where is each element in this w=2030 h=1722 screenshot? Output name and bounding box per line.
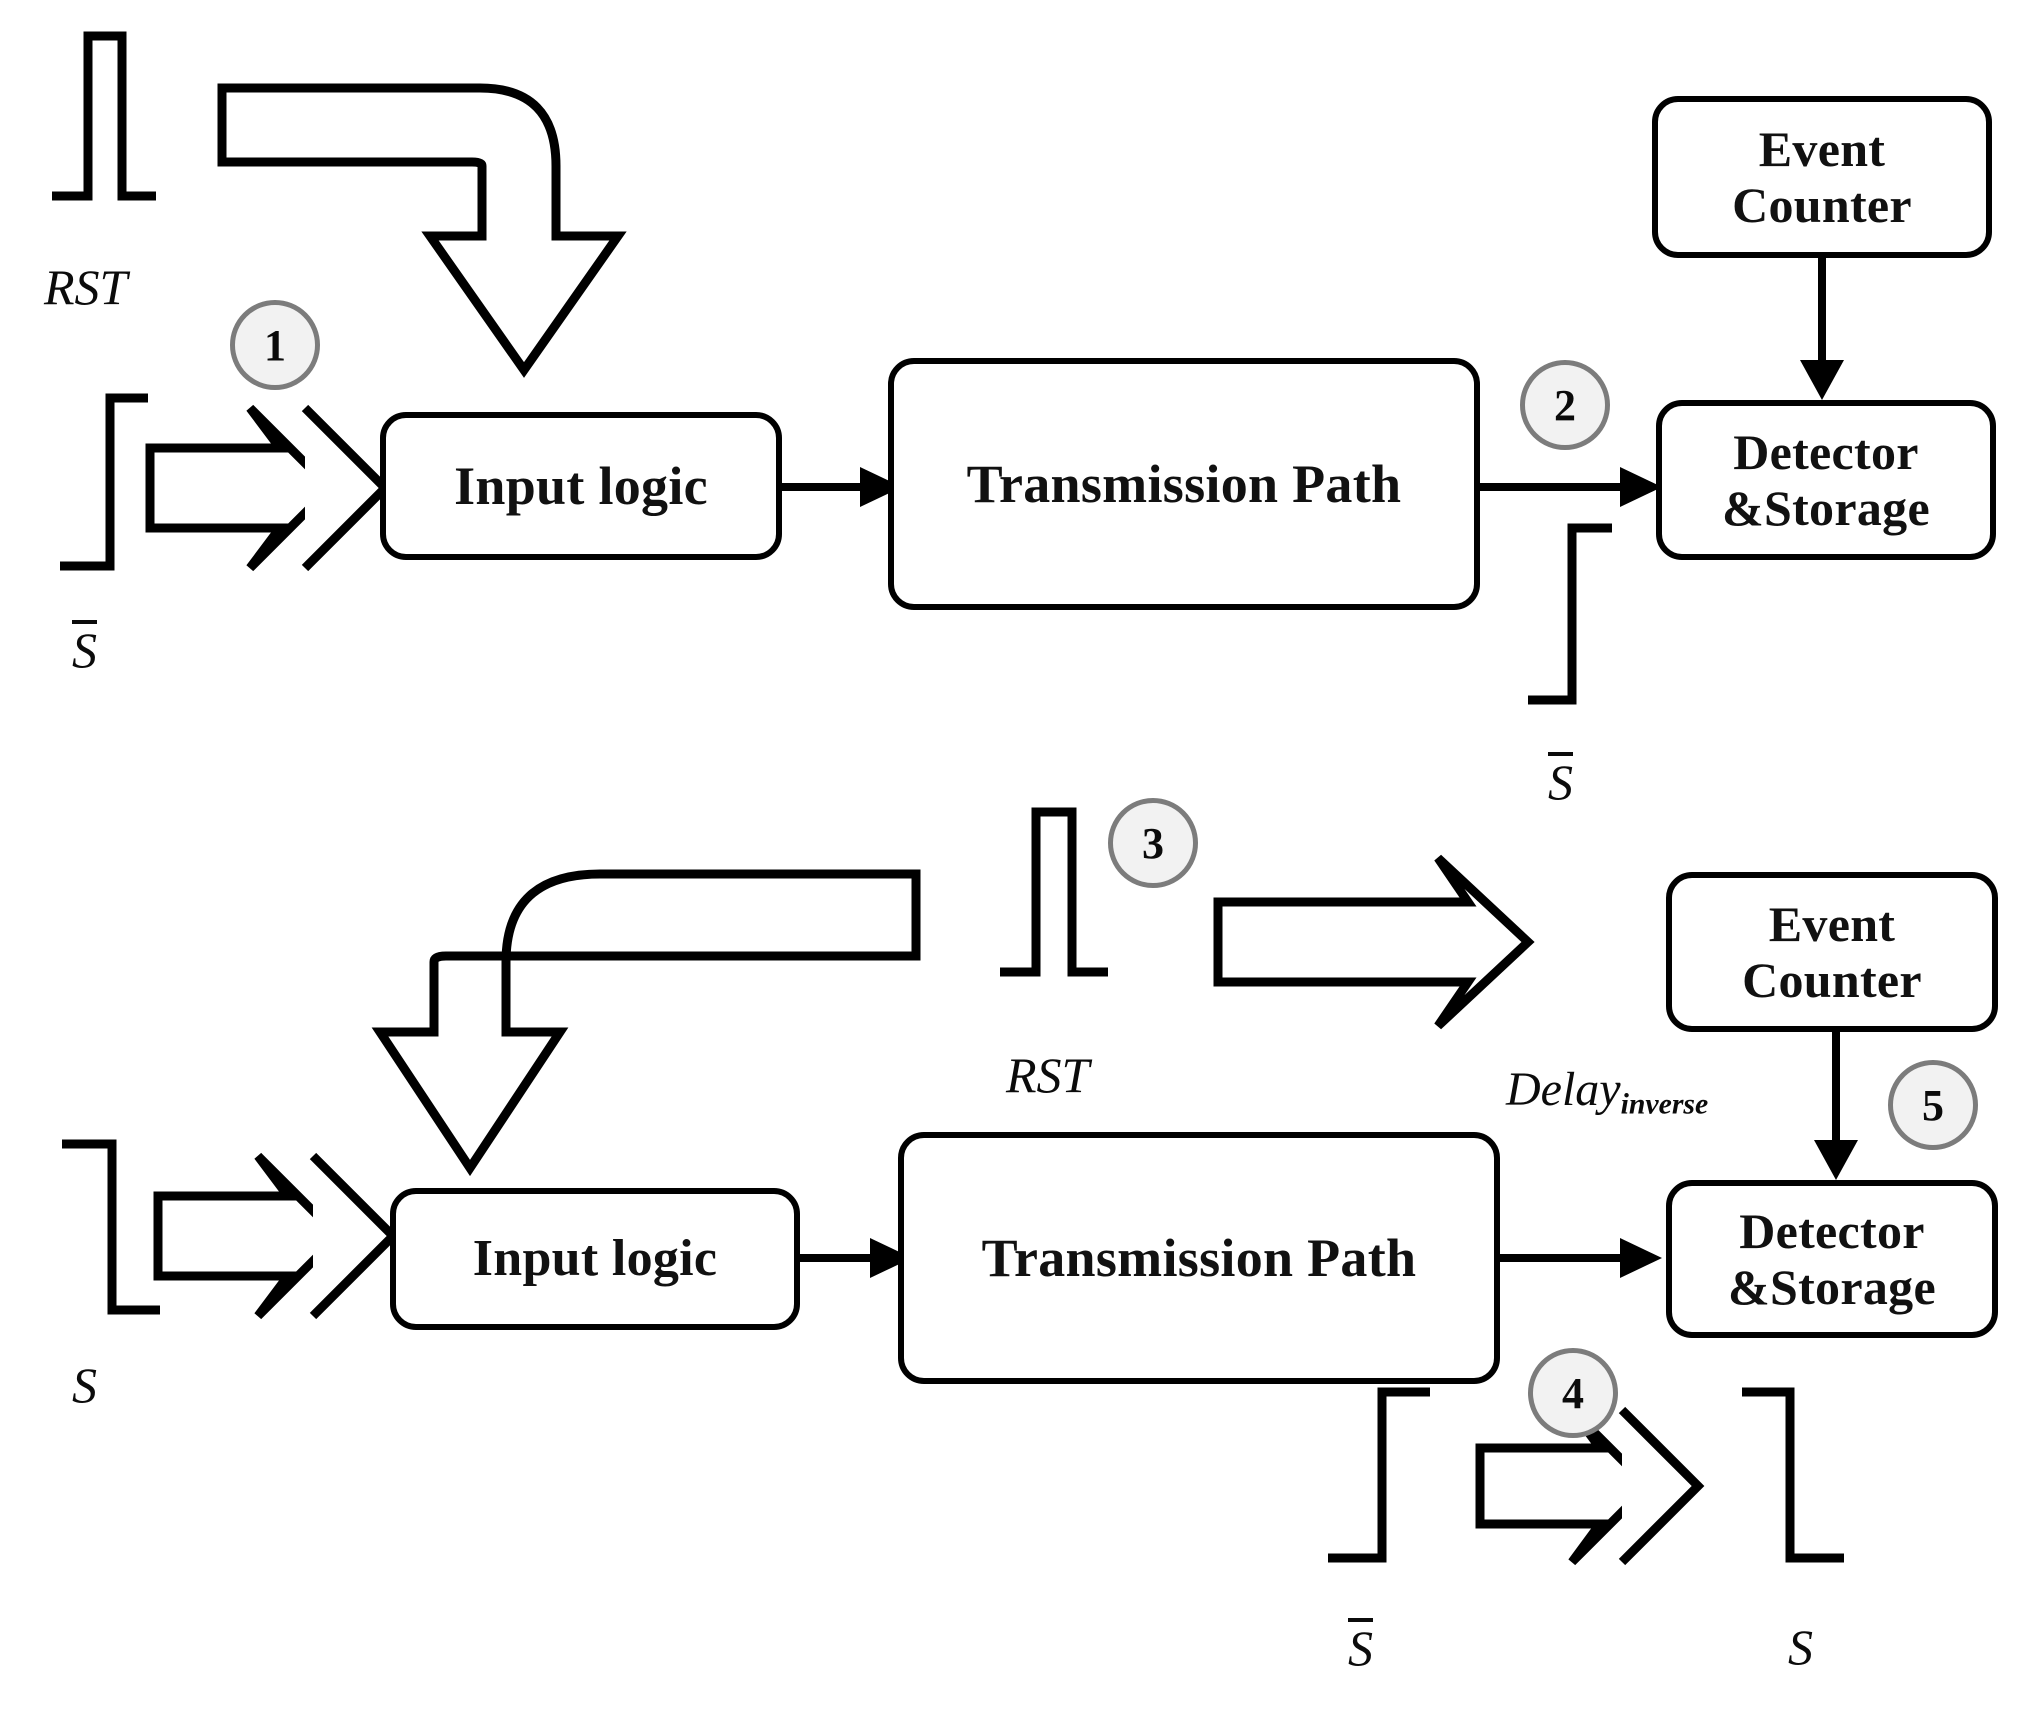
bottom-detector-rising-edge-waveform bbox=[1328, 1387, 1430, 1563]
step-badge-3-label: 3 bbox=[1142, 818, 1164, 868]
signal-label-delay-inverse-base: Delay bbox=[1506, 1063, 1621, 1116]
block-top-transmission-path-label: Transmission Path bbox=[966, 453, 1402, 514]
block-bottom-input-logic-label: Input logic bbox=[472, 1229, 718, 1287]
top-hollow-chevron-arrow bbox=[145, 404, 392, 572]
signal-label-top-input-s-bar-text: S bbox=[72, 620, 97, 678]
signal-label-bottom-input-s: S bbox=[72, 1356, 97, 1414]
top-rst-pulse-waveform bbox=[52, 31, 156, 201]
bottom-transmission-to-detector-connector bbox=[1500, 1238, 1662, 1278]
top-inputlogic-to-transmission-connector bbox=[782, 467, 902, 507]
block-top-event-counter[interactable]: Event Counter bbox=[1652, 96, 1992, 258]
bottom-long-hollow-arrow bbox=[1213, 854, 1535, 1030]
block-bottom-transmission-path[interactable]: Transmission Path bbox=[898, 1132, 1500, 1384]
step-badge-5[interactable]: 5 bbox=[1888, 1060, 1978, 1150]
block-top-detector-storage-label-line1: Detector bbox=[1733, 424, 1919, 480]
block-top-detector-storage-label-line2: &Storage bbox=[1722, 480, 1930, 536]
step-badge-2-label: 2 bbox=[1554, 380, 1576, 430]
bottom-inputlogic-to-transmission-connector bbox=[800, 1238, 912, 1278]
block-bottom-detector-storage-label-line1: Detector bbox=[1739, 1203, 1925, 1259]
block-bottom-detector-storage-label-line2: &Storage bbox=[1728, 1259, 1936, 1315]
step-badge-4[interactable]: 4 bbox=[1528, 1348, 1618, 1438]
signal-label-bottom-detector-s-bar: S bbox=[1348, 1618, 1373, 1677]
signal-label-delay-inverse-subscript: inverse bbox=[1620, 1087, 1709, 1121]
signal-label-delay-inverse: Delayinverse bbox=[1506, 1062, 1708, 1121]
block-top-input-logic-label: Input logic bbox=[454, 455, 708, 516]
step-badge-4-label: 4 bbox=[1562, 1368, 1584, 1418]
bottom-hollow-chevron-arrow bbox=[153, 1152, 400, 1320]
top-input-rising-edge-waveform bbox=[60, 393, 148, 571]
signal-label-top-rst: RST bbox=[44, 258, 127, 316]
block-top-transmission-path[interactable]: Transmission Path bbox=[888, 358, 1480, 610]
block-top-input-logic[interactable]: Input logic bbox=[380, 412, 782, 560]
signal-label-bottom-input-s-text: S bbox=[72, 1357, 97, 1413]
block-bottom-event-counter-label-line1: Event bbox=[1768, 896, 1896, 952]
step-badge-1[interactable]: 1 bbox=[230, 300, 320, 390]
signal-label-top-rst-text: RST bbox=[44, 259, 128, 315]
block-top-detector-storage[interactable]: Detector &Storage bbox=[1656, 400, 1996, 560]
block-bottom-event-counter[interactable]: Event Counter bbox=[1666, 872, 1998, 1032]
step-badge-3[interactable]: 3 bbox=[1108, 798, 1198, 888]
block-bottom-input-logic[interactable]: Input logic bbox=[390, 1188, 800, 1330]
signal-label-bottom-rst: RST bbox=[1006, 1046, 1089, 1104]
bottom-rst-pulse-waveform bbox=[1000, 807, 1108, 977]
block-bottom-transmission-path-label: Transmission Path bbox=[981, 1227, 1417, 1288]
bottom-detector-falling-edge-waveform bbox=[1742, 1387, 1844, 1563]
block-bottom-event-counter-label-line2: Counter bbox=[1742, 952, 1922, 1008]
top-transmission-to-detector-connector bbox=[1478, 467, 1662, 507]
bottom-input-falling-edge-waveform bbox=[62, 1139, 160, 1315]
signal-label-top-detector-s-bar-text: S bbox=[1548, 752, 1573, 810]
signal-label-top-detector-s-bar: S bbox=[1548, 752, 1573, 811]
step-badge-5-label: 5 bbox=[1922, 1080, 1944, 1130]
top-detector-rising-edge-waveform bbox=[1528, 523, 1612, 705]
signal-label-bottom-rst-text: RST bbox=[1006, 1047, 1090, 1103]
block-bottom-detector-storage[interactable]: Detector &Storage bbox=[1666, 1180, 1998, 1338]
step-badge-2[interactable]: 2 bbox=[1520, 360, 1610, 450]
step-badge-1-label: 1 bbox=[264, 320, 286, 370]
bottom-eventcounter-to-detector-connector bbox=[1814, 1028, 1858, 1180]
signal-label-top-input-s-bar: S bbox=[72, 620, 97, 679]
block-top-event-counter-label-line2: Counter bbox=[1732, 177, 1912, 233]
signal-label-bottom-detector-s-bar-text: S bbox=[1348, 1618, 1373, 1676]
bottom-curved-feedback-arrow bbox=[371, 869, 921, 1177]
signal-label-bottom-detector-s-text: S bbox=[1788, 1619, 1813, 1675]
top-eventcounter-to-detector-connector bbox=[1800, 257, 1844, 400]
block-top-event-counter-label-line1: Event bbox=[1758, 121, 1886, 177]
signal-label-bottom-detector-s: S bbox=[1788, 1618, 1813, 1676]
